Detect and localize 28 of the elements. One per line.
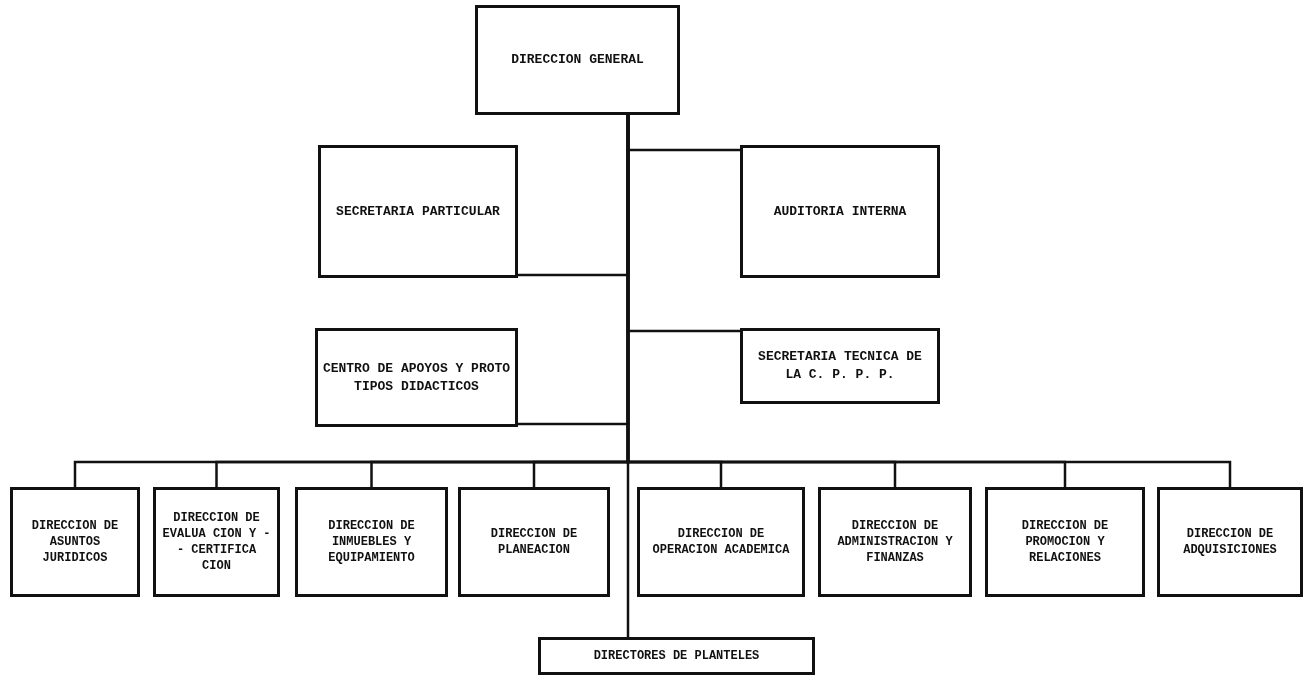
org-unit-box <box>318 145 518 278</box>
unit-name: DIRECCION DE ADQUISICIONES <box>1182 525 1278 559</box>
unit-name: DIRECCION GENERAL <box>511 51 644 69</box>
unit-name: DIRECTORES DE PLANTELES <box>593 647 760 665</box>
unit-name: DIRECCION DE ADMINISTRACION Y FINANZAS <box>836 517 954 567</box>
org-unit-box <box>315 328 518 427</box>
unit-name: DIRECCION DE ASUNTOS JURIDICOS <box>30 517 120 567</box>
org-unit-box <box>458 487 610 597</box>
unit-name: DIRECCION DE PROMOCION Y RELACIONES <box>1020 517 1110 567</box>
org-unit-box <box>475 5 680 115</box>
org-unit-box <box>740 145 940 278</box>
unit-name: CENTRO DE APOYOS Y PROTO TIPOS DIDACTICOS <box>322 359 511 396</box>
unit-name: AUDITORIA INTERNA <box>773 202 907 221</box>
org-unit-box <box>153 487 280 597</box>
org-unit-box <box>10 487 140 597</box>
org-unit-box <box>818 487 972 597</box>
unit-name: DIRECCION DE EVALUA CION Y -- CERTIFICA CION <box>161 509 272 575</box>
unit-name: DIRECCION DE OPERACION ACADEMICA <box>651 525 791 559</box>
org-unit-box <box>538 637 815 675</box>
org-unit-box <box>1157 487 1303 597</box>
org-unit-box <box>637 487 805 597</box>
org-unit-box <box>985 487 1145 597</box>
unit-name: SECRETARIA TECNICA DE LA C. P. P. P. <box>757 348 923 384</box>
unit-name: DIRECCION DE PLANEACION <box>489 525 579 559</box>
unit-name: SECRETARIA PARTICULAR <box>336 202 500 221</box>
org-unit-box <box>295 487 448 597</box>
unit-name: DIRECCION DE INMUEBLES Y EQUIPAMIENTO <box>327 517 416 567</box>
org-unit-box <box>740 328 940 404</box>
